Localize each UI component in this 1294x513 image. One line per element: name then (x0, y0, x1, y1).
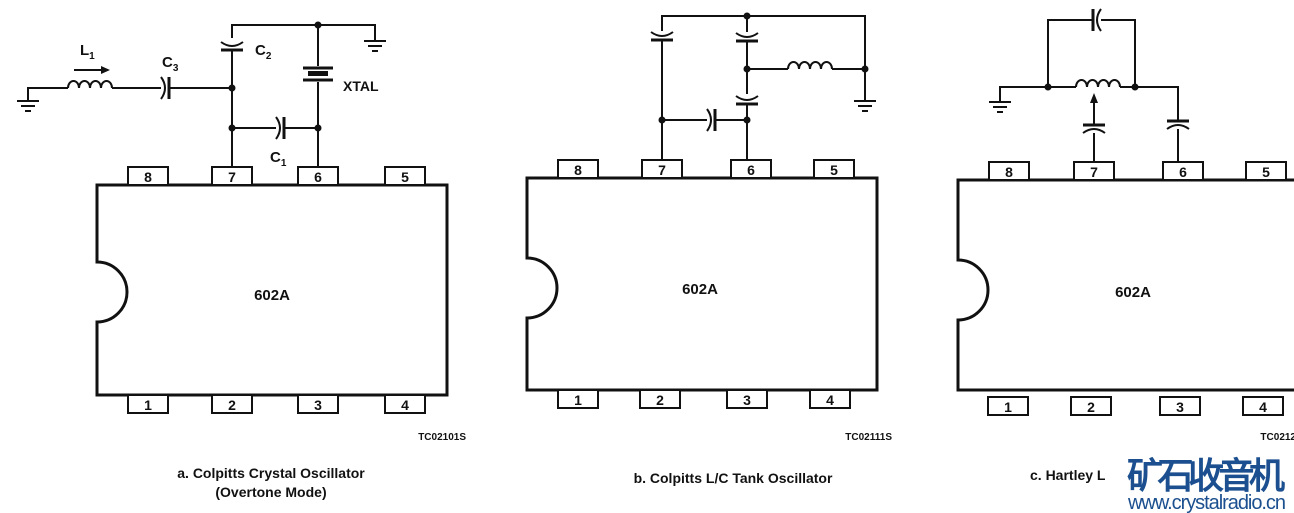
watermark-title: 矿石收音机 (1127, 456, 1285, 497)
ground-icon (16, 100, 40, 112)
capacitor-icon (1081, 123, 1107, 135)
pin-7: 7 (1090, 164, 1098, 180)
label-l1: L1 (80, 42, 95, 62)
pin-5: 5 (401, 169, 409, 185)
circuit-a: L1 C3 C2 C1 XTAL (16, 21, 387, 169)
pin-1: 1 (574, 392, 582, 408)
circuit-c (988, 7, 1191, 162)
pin-1: 1 (1004, 399, 1012, 415)
pin-5: 5 (1262, 164, 1270, 180)
chip-a: 602A 8 7 6 5 1 2 3 4 (95, 166, 449, 414)
pins-bottom: 1 2 3 4 (127, 394, 426, 414)
pin-1: 1 (144, 397, 152, 413)
inductor-l1-icon (67, 80, 113, 89)
capacitor-icon (734, 94, 760, 106)
watermark: 矿石收音机 www.crystalradio.cn (1126, 452, 1288, 513)
chip-label: 602A (1115, 284, 1151, 301)
ground-icon (853, 100, 877, 112)
pin-7: 7 (658, 162, 666, 178)
pins-bottom: 1 2 3 4 (557, 389, 851, 409)
chip-label: 602A (682, 281, 718, 298)
crystal-icon (303, 66, 333, 82)
pin-8: 8 (144, 169, 152, 185)
watermark-url: www.crystalradio.cn (1127, 492, 1286, 513)
caption: c. Hartley L (1030, 467, 1106, 483)
pin-2: 2 (228, 397, 236, 413)
pin-3: 3 (314, 397, 322, 413)
pin-4: 4 (1259, 399, 1267, 415)
pin-2: 2 (1087, 399, 1095, 415)
capacitor-icon (734, 31, 760, 43)
pins-top: 8 7 6 5 (557, 159, 855, 179)
arrow-icon (74, 66, 110, 74)
circuit-b (649, 12, 877, 160)
pins-top: 8 7 6 5 (127, 166, 426, 186)
ground-icon (988, 101, 1012, 113)
capacitor-c2-icon (219, 40, 245, 52)
pin-7: 7 (228, 169, 236, 185)
figure-code: TC02101S (418, 432, 466, 443)
figure-b-colpitts-lc: 602A 8 7 6 5 1 2 3 4 (525, 12, 892, 486)
label-c3: C3 (162, 54, 179, 74)
chip-label: 602A (254, 287, 290, 304)
capacitor-icon (1165, 119, 1191, 131)
pin-6: 6 (314, 169, 322, 185)
pin-4: 4 (401, 397, 409, 413)
caption-subtitle: (Overtone Mode) (215, 484, 326, 500)
pin-8: 8 (1005, 164, 1013, 180)
chip-c: 602A 8 7 6 5 1 2 3 4 (956, 161, 1294, 416)
pin-5: 5 (830, 162, 838, 178)
tapped-inductor-icon (1075, 79, 1121, 88)
pin-3: 3 (1176, 399, 1184, 415)
pin-4: 4 (826, 392, 834, 408)
capacitor-icon (649, 30, 675, 42)
pin-3: 3 (743, 392, 751, 408)
pin-8: 8 (574, 162, 582, 178)
label-c2: C2 (255, 42, 272, 62)
pin-2: 2 (656, 392, 664, 408)
figure-a-colpitts-crystal: 602A 8 7 6 5 1 2 3 4 (16, 21, 466, 500)
pins-bottom: 1 2 3 4 (987, 396, 1284, 416)
capacitor-icon (705, 107, 717, 133)
pins-top: 8 7 6 5 (988, 161, 1287, 181)
label-c1: C1 (270, 149, 287, 169)
label-xtal: XTAL (343, 78, 379, 94)
capacitor-c1-icon (274, 115, 286, 141)
ground-icon (363, 40, 387, 52)
tap-arrow-icon (1090, 93, 1098, 103)
inductor-icon (787, 61, 833, 70)
capacitor-c3-icon (159, 75, 171, 101)
figure-code: TC02111S (845, 432, 892, 443)
caption: a. Colpitts Crystal Oscillator (177, 465, 365, 481)
pin-6: 6 (747, 162, 755, 178)
chip-b: 602A 8 7 6 5 1 2 3 4 (525, 159, 879, 409)
figure-c-hartley: 602A 8 7 6 5 1 2 3 4 (956, 7, 1294, 483)
caption: b. Colpitts L/C Tank Oscillator (634, 470, 833, 486)
figure-code: TC0212 (1260, 432, 1294, 443)
capacitor-icon (1091, 7, 1103, 33)
pin-6: 6 (1179, 164, 1187, 180)
